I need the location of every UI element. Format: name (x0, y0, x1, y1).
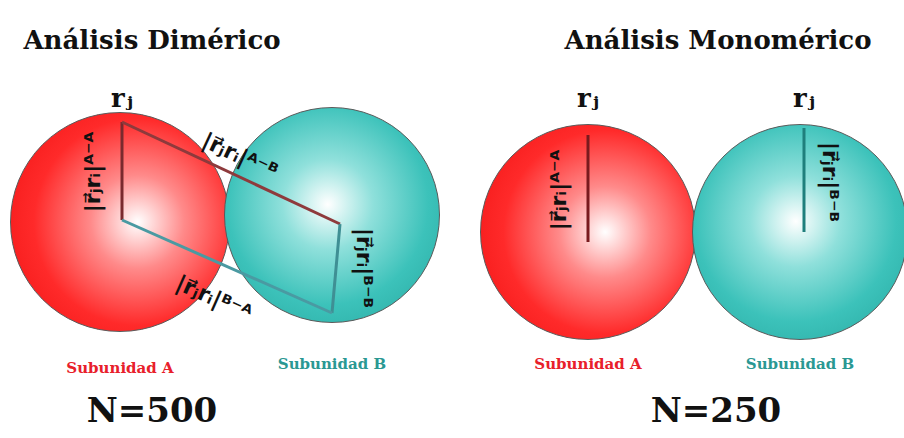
distance-label: |r⃗ⱼrᵢ|ᴬ⁻ᴬ (546, 150, 571, 230)
subunit-label: Subunidad A (66, 359, 173, 377)
count-label: N=500 (87, 390, 218, 430)
subunit-b-sphere: Subunidad B (224, 107, 440, 323)
subunit-label: Subunidad B (278, 355, 386, 373)
panel-heading: Análisis Dimérico (23, 25, 280, 55)
point-label: rⱼ (793, 83, 815, 113)
distance-label: |r⃗ⱼrᵢ|ᴮ⁻ᴮ (352, 228, 377, 308)
point-label: rⱼ (577, 83, 599, 113)
subunit-label: Subunidad A (534, 355, 641, 373)
point-label: rⱼ (111, 83, 133, 113)
count-label: N=250 (651, 390, 782, 430)
distance-label: |r⃗ⱼrᵢ|ᴬ⁻ᴬ (80, 132, 105, 212)
subunit-label: Subunidad B (746, 355, 854, 373)
subunit-b-sphere: Subunidad B (692, 124, 904, 340)
panel-heading: Análisis Monomérico (564, 25, 871, 55)
distance-label: |r⃗ⱼrᵢ|ᴮ⁻ᴮ (818, 142, 843, 222)
